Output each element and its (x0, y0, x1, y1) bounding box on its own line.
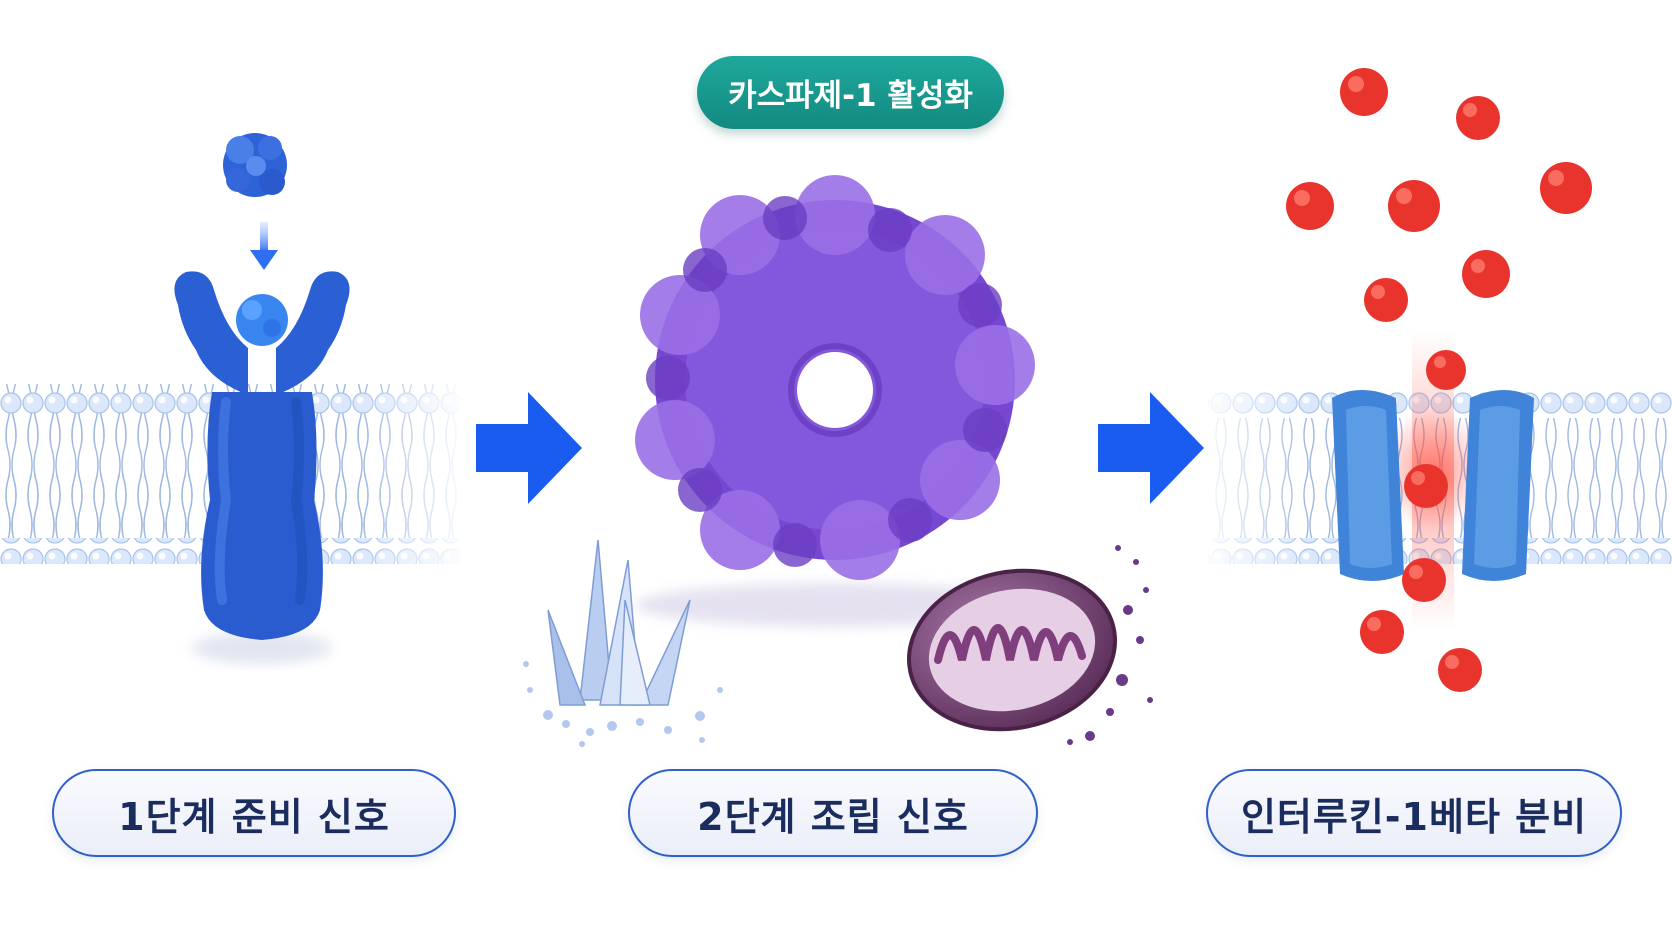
stage3-label: 인터루킨-1베타 분비 (1206, 769, 1622, 857)
ligand-molecule (223, 133, 287, 197)
stage3-label-text: 인터루킨-1베타 분비 (1240, 794, 1588, 839)
inflammasome-complex (635, 175, 1035, 627)
arrow-stage1-to-stage2 (476, 392, 582, 504)
binding-arrow (250, 222, 278, 270)
receptor-protein (174, 271, 350, 664)
stage1-label: 1단계 준비 신호 (52, 769, 456, 857)
arrow-stage2-to-stage3 (1098, 392, 1204, 504)
stage2-label: 2단계 조립 신호 (628, 769, 1038, 857)
mitochondrion (906, 545, 1153, 745)
caspase-activation-text: 카스파제-1 활성화 (728, 78, 973, 114)
stage2-label-text: 2단계 조립 신호 (697, 794, 969, 839)
gasdermin-pore (1332, 390, 1534, 581)
caspase-activation-badge: 카스파제-1 활성화 (697, 56, 1004, 129)
stage1-label-text: 1단계 준비 신호 (118, 794, 390, 839)
uric-acid-crystals (523, 539, 723, 747)
cytokine-highlights (1294, 76, 1564, 669)
